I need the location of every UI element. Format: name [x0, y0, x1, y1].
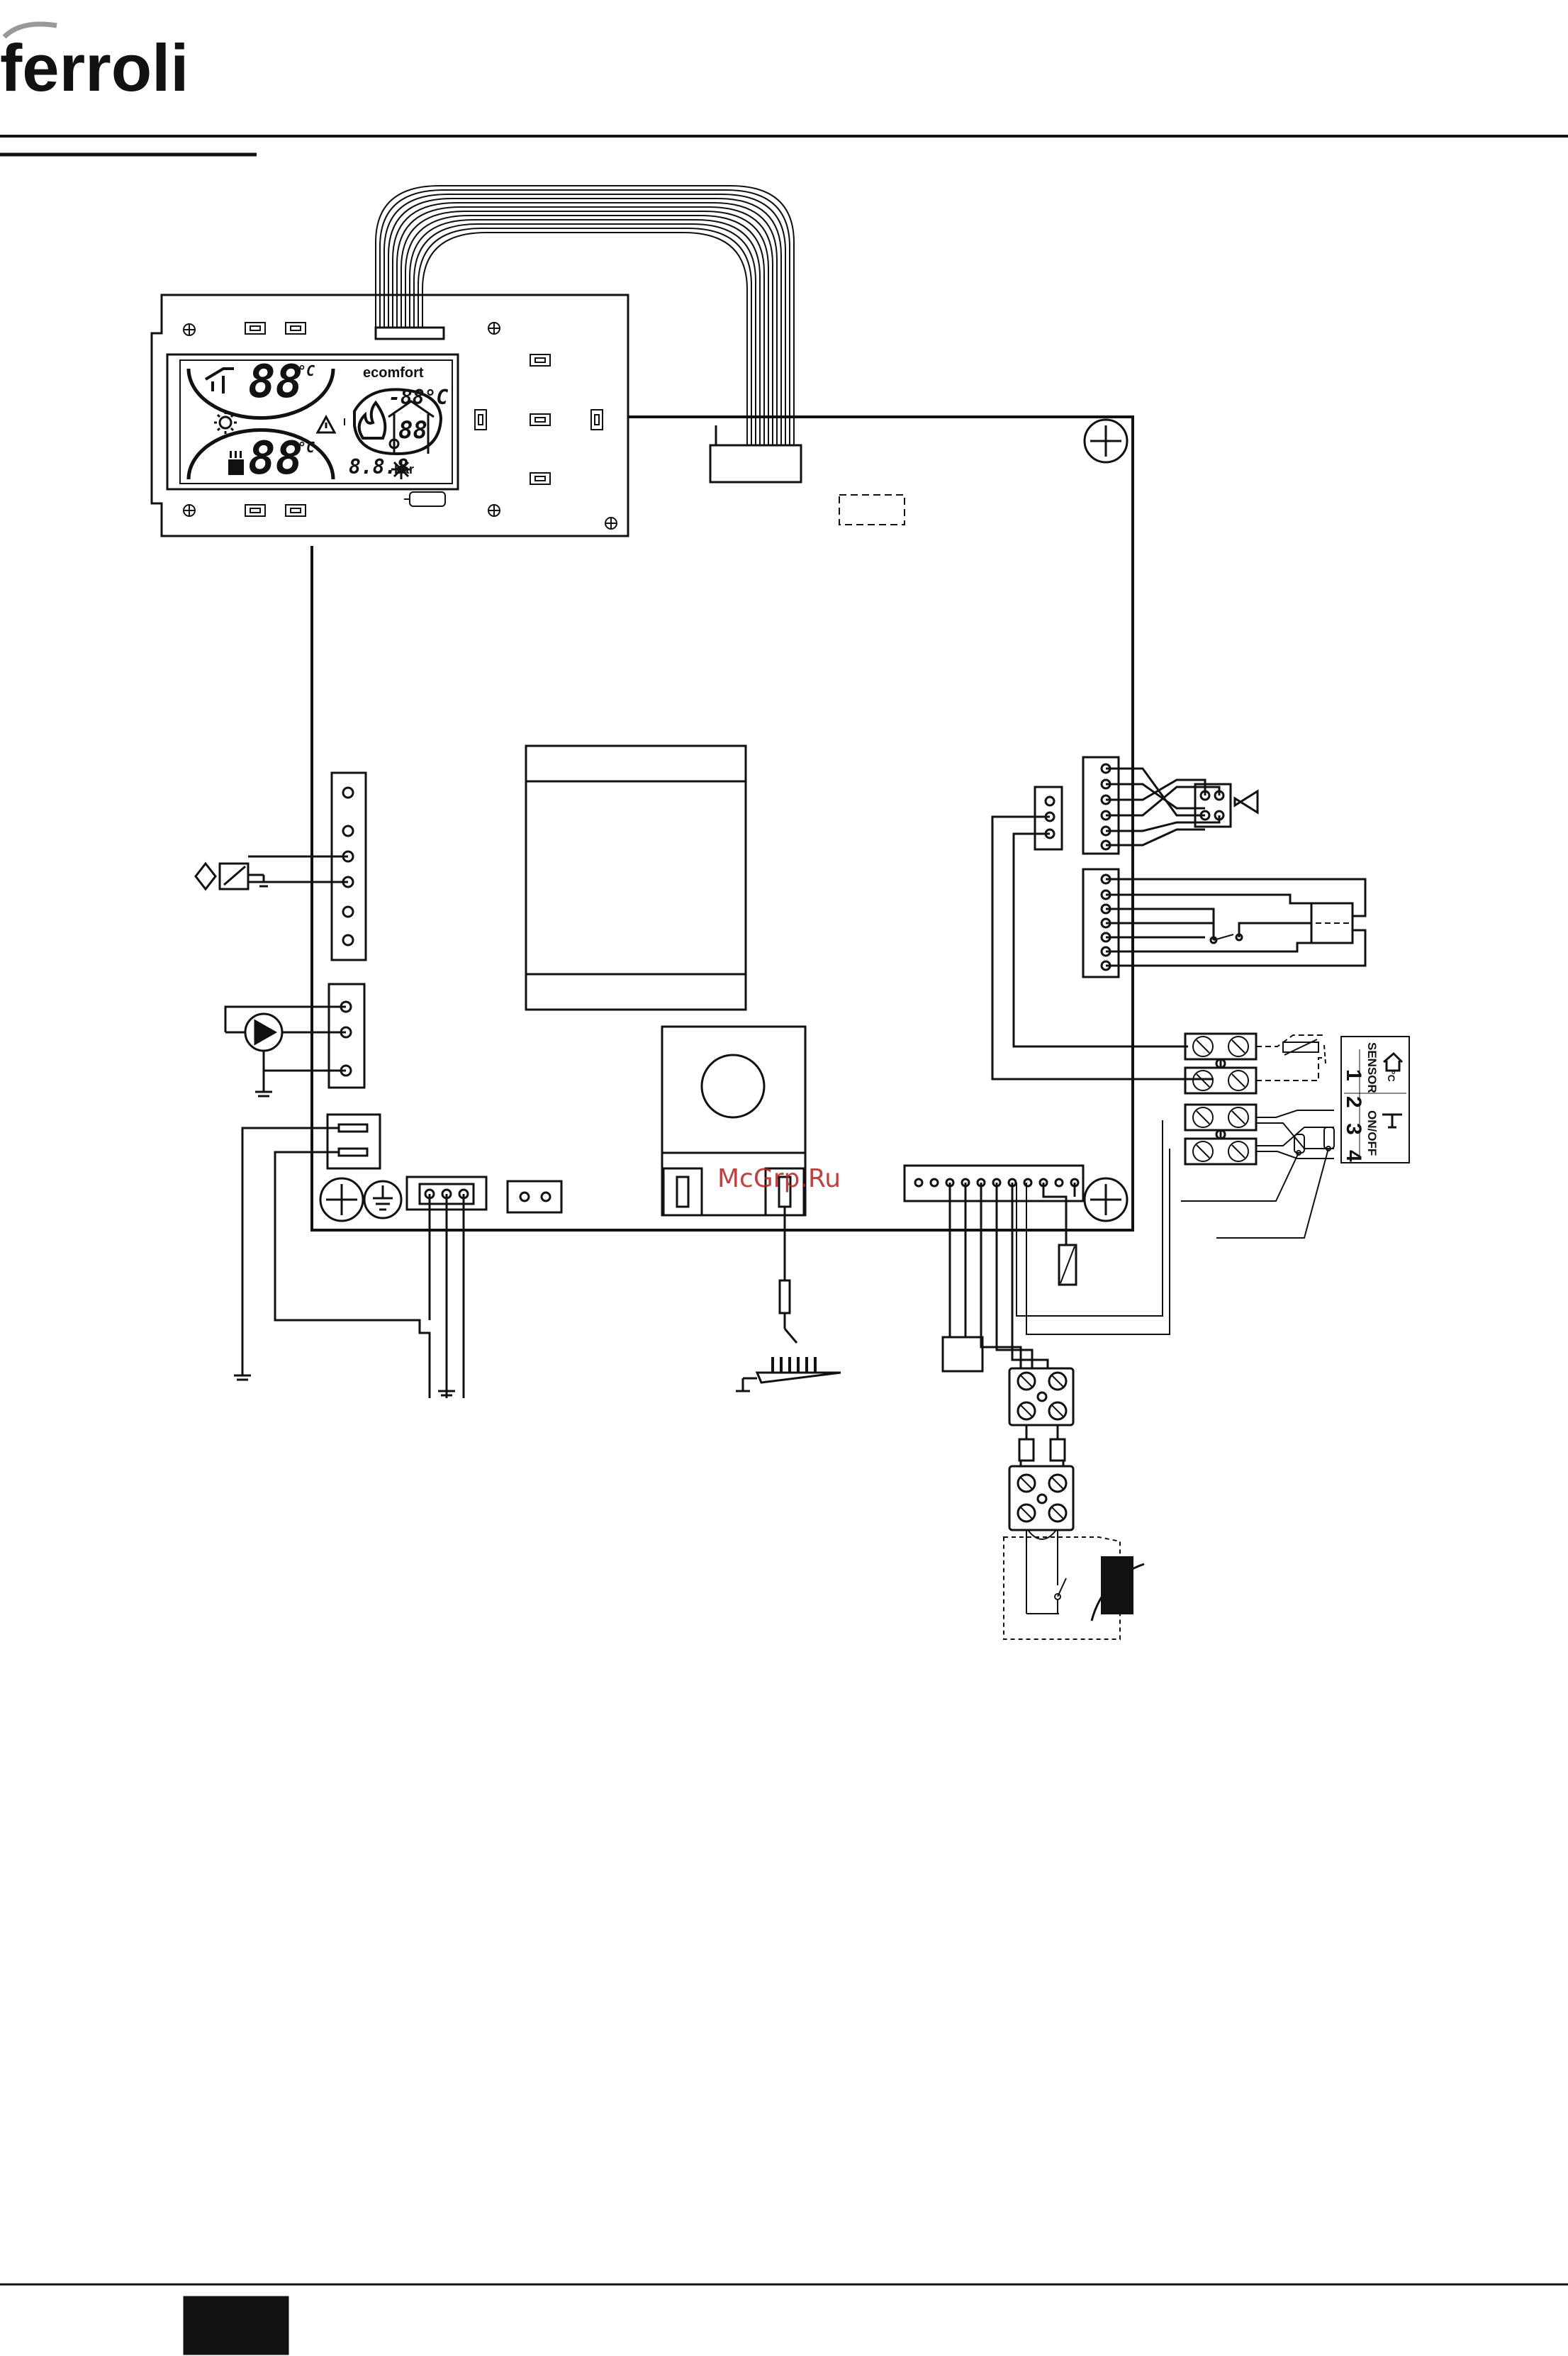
- brand-logo-text: ferroli: [0, 30, 189, 105]
- mounting-screw-icon: [1085, 420, 1127, 462]
- ribbon-wire: [418, 228, 751, 445]
- mounting-hole-icon: [184, 505, 195, 516]
- valve-connector: [332, 773, 366, 960]
- terminal-strip: [1185, 1034, 1256, 1164]
- pump-connector: [329, 984, 364, 1088]
- display-button: [286, 505, 306, 516]
- ribbon-wire: [405, 216, 764, 445]
- lcd-brand-label: ecomfort: [363, 365, 424, 381]
- display-button: [245, 505, 265, 516]
- ground-symbol-icon: [364, 1181, 401, 1218]
- external-switch-icon: [1004, 1530, 1144, 1639]
- warning-icon: [318, 417, 335, 432]
- radiator-icon: [228, 451, 244, 475]
- ribbon-wire: [414, 224, 756, 445]
- tap-icon: [1382, 1115, 1402, 1127]
- dashed-component: [839, 495, 905, 525]
- sensor-unit-label: °C: [1386, 1071, 1397, 1082]
- mounting-hole-icon: [488, 505, 500, 516]
- display-button: [591, 410, 603, 430]
- lcd-outdoor-temp: -88°C: [388, 386, 448, 409]
- mains-connector: [327, 1115, 380, 1168]
- terminal-number-1: 1: [1342, 1069, 1365, 1081]
- sensor-connector: [1035, 787, 1062, 849]
- terminal-number-4: 4: [1342, 1150, 1365, 1162]
- room-thermostat-wiring: [1017, 1110, 1334, 1334]
- lcd-dhw-temp: 88: [248, 356, 303, 408]
- mounting-screw-icon: [1085, 1178, 1127, 1221]
- onoff-label: ON/OFF: [1365, 1110, 1379, 1156]
- ignition-electrode-icon: [736, 1207, 841, 1391]
- remote-control-icon: [1092, 1557, 1144, 1621]
- outdoor-sensor-icon: [1256, 1035, 1326, 1081]
- microcontroller-chip: [526, 746, 746, 1010]
- house-temp-icon: [1384, 1054, 1402, 1071]
- display-button: [475, 410, 486, 430]
- display-button: [530, 414, 550, 425]
- lcd-heating-temp: 88: [248, 432, 303, 485]
- watermark: McGrp.Ru: [717, 1164, 841, 1193]
- display-button: [286, 323, 306, 334]
- terminal-number-2: 2: [1342, 1096, 1365, 1108]
- three-way-valve-connector: [1083, 757, 1119, 854]
- ribbon-wire: [397, 207, 773, 445]
- flame-icon: [359, 403, 386, 438]
- buzzer-icon: [404, 492, 445, 506]
- gas-valve-icon: [196, 856, 348, 889]
- footer-page-box: [184, 2297, 288, 2354]
- main-board: [312, 417, 1133, 1230]
- lower-terminal-strip: [1009, 1368, 1073, 1530]
- lcd-pressure-unit: bar: [394, 462, 414, 476]
- ribbon-wire: [422, 233, 747, 445]
- mounting-hole-icon: [605, 518, 617, 529]
- mounting-screw-icon: [320, 1178, 363, 1221]
- sensor-label: SENSOR: [1365, 1042, 1379, 1093]
- display-button: [530, 473, 550, 484]
- lcd-heating-unit: °C: [298, 439, 315, 456]
- display-button: [245, 323, 265, 334]
- bottom-wiring: [943, 1183, 1076, 1371]
- lcd-room-temp: 88: [398, 416, 427, 445]
- display-button: [530, 354, 550, 366]
- pressure-switch-icon: [1106, 879, 1365, 966]
- mounting-hole-icon: [184, 324, 195, 335]
- dhw-tap-icon: [206, 369, 234, 393]
- lcd-dhw-unit: °C: [298, 362, 315, 379]
- mounting-hole-icon: [488, 323, 500, 334]
- ribbon-wire: [401, 211, 768, 445]
- ribbon-wire: [410, 220, 760, 445]
- small-connector: [508, 1181, 561, 1212]
- terminal-number-3: 3: [1342, 1123, 1365, 1135]
